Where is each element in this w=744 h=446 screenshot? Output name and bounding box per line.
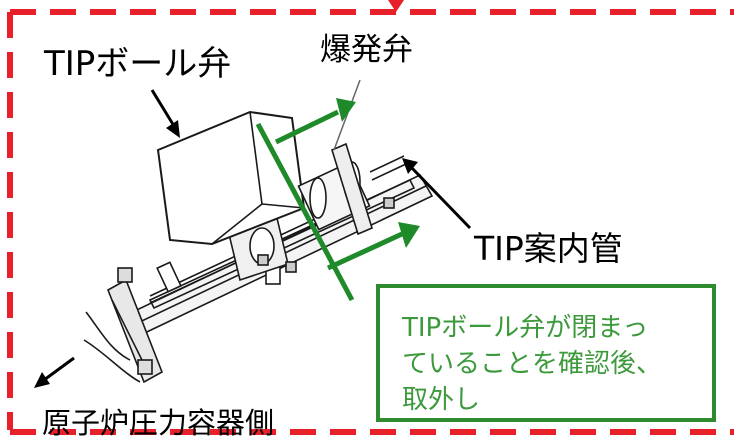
dashed-border	[7, 9, 734, 435]
pyro-valve-label: 爆発弁	[320, 32, 413, 68]
tip-guide-tube-label: TIP案内管	[474, 229, 623, 268]
removal-note-text: TIPボール弁が閉まっ ていることを確認後、 取外し	[402, 313, 663, 415]
green-cut-indicator	[255, 98, 420, 302]
pyro-leader-line	[333, 79, 361, 151]
top-red-arrow-tip	[388, 0, 404, 12]
callout-arrows	[34, 89, 472, 388]
rpv-side-label: 原子炉圧力容器側	[42, 406, 275, 440]
removal-note-box: TIPボール弁が閉まっ ていることを確認後、 取外し	[376, 284, 716, 422]
tip-ball-valve-label: TIPボール弁	[44, 44, 232, 84]
